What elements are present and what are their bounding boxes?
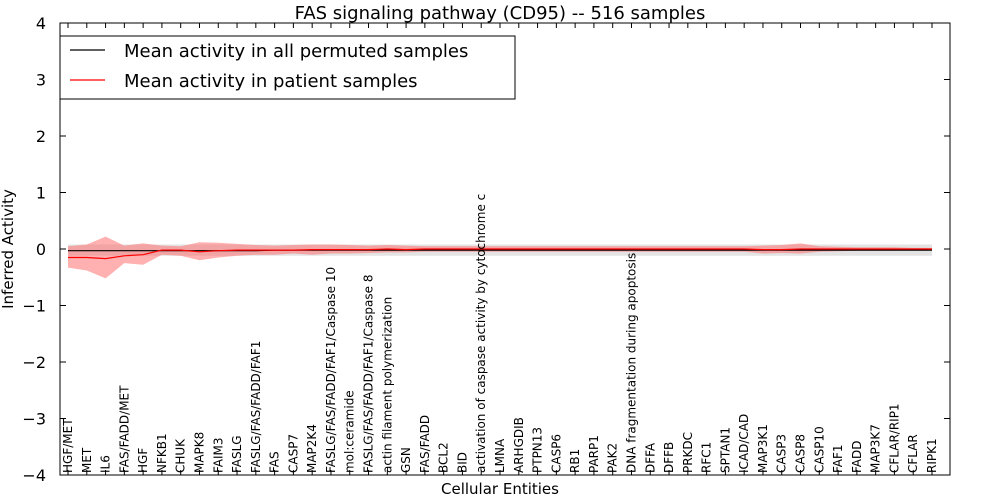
y-tick-label: 0 [36, 240, 46, 259]
x-tick-label: BCL2 [437, 442, 451, 473]
x-tick-label: FAIM3 [211, 437, 225, 473]
x-tick-label: PRKDC [681, 432, 695, 473]
x-tick-label: FASLG/FAS/FADD/FAF1/Caspase 8 [362, 275, 376, 474]
x-tick-label: DFFA [643, 442, 657, 473]
x-tick-label: CASP7 [286, 434, 300, 473]
legend-label-patient: Mean activity in patient samples [124, 71, 418, 92]
legend-box [59, 35, 516, 100]
x-tick-label: CFLAR [906, 434, 920, 473]
plot-frame [59, 22, 951, 476]
x-tick-label: PARP1 [587, 435, 601, 473]
x-tick-label: ARHGDIB [512, 417, 526, 473]
band-patient [68, 236, 932, 279]
x-tick-label: RB1 [568, 449, 582, 473]
x-tick-label: mol:ceramide [343, 390, 357, 473]
y-tick-label: 1 [36, 184, 46, 203]
legend: Mean activity in all permuted samples Me… [59, 35, 516, 100]
x-axis-ticks: HGF/MET MET IL6 FAS/FADD/MET HGF NFKB1 CHUK MAP… [61, 23, 939, 475]
x-tick-label: actin filament polymerization [380, 297, 394, 473]
confidence-bands [68, 236, 932, 279]
y-tick-label: 3 [36, 71, 46, 90]
x-tick-label: CFLAR/RIP1 [887, 403, 901, 473]
x-tick-label: HGF/MET [61, 418, 75, 473]
x-tick-label: CASP3 [775, 434, 789, 473]
x-tick-label: MET [80, 447, 94, 473]
x-tick-label: FAS/FADD/MET [117, 385, 131, 473]
x-tick-label: FAS/FADD [418, 415, 432, 473]
legend-label-permuted: Mean activity in all permuted samples [124, 41, 468, 62]
series-lines [68, 248, 932, 260]
x-tick-label: LMNA [493, 438, 507, 473]
y-axis-label: Inferred Activity [0, 189, 17, 309]
x-tick-label: DFFB [662, 442, 676, 473]
x-tick-label: RFC1 [700, 442, 714, 473]
y-tick-label: −4 [22, 466, 46, 485]
x-tick-label: NFKB1 [155, 433, 169, 473]
x-tick-label: ICAD/CAD [737, 414, 751, 473]
x-tick-label: RIPK1 [925, 438, 939, 473]
x-axis-label: Cellular Entities [441, 480, 559, 498]
x-tick-label: CASP8 [794, 434, 808, 473]
x-tick-label: PAK2 [606, 443, 620, 473]
y-tick-label: 2 [36, 127, 46, 146]
x-tick-label: DNA fragmentation during apoptosis [624, 253, 638, 473]
x-tick-label: MAP3K7 [869, 424, 883, 473]
x-tick-label: FADD [850, 441, 864, 474]
x-tick-label: FASLG/FAS/FADD/FAF1 [249, 341, 263, 473]
x-tick-label: CASP10 [812, 426, 826, 473]
x-tick-label: HGF [136, 448, 150, 473]
x-tick-label: CASP6 [549, 434, 563, 473]
y-tick-label: −2 [22, 353, 46, 372]
y-tick-label: 4 [36, 14, 46, 33]
x-tick-label: FASLG [230, 435, 244, 473]
chart-title: FAS signaling pathway (CD95) -- 516 samp… [295, 3, 706, 24]
x-tick-label: MAP2K4 [305, 424, 319, 473]
x-tick-label: CHUK [174, 438, 188, 473]
x-tick-label: MAP3K1 [756, 424, 770, 473]
x-tick-label: SPTAN1 [718, 427, 732, 473]
y-tick-label: −3 [22, 410, 46, 429]
y-tick-label: −1 [22, 297, 46, 316]
x-tick-label: FAF1 [831, 444, 845, 473]
x-tick-label: PTPN13 [531, 427, 545, 473]
series-line-permuted [68, 249, 932, 252]
x-tick-label: BID [455, 452, 469, 473]
x-tick-label: IL6 [99, 455, 113, 473]
x-tick-label: FASLG/FAS/FADD/FAF1/Caspase 10 [324, 267, 338, 473]
x-tick-label: GSN [399, 447, 413, 473]
x-tick-label: FAS [268, 451, 282, 473]
x-tick-label: activation of caspase activity by cytoch… [474, 194, 488, 473]
series-line-patient [68, 248, 932, 260]
x-tick-label: MAPK8 [192, 432, 206, 473]
